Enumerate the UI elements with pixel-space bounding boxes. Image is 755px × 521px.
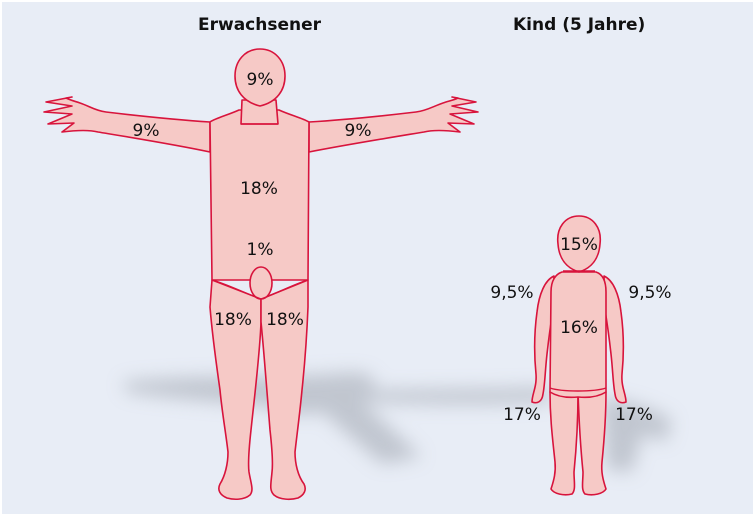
child-right-arm-percent: 9,5% (628, 283, 671, 303)
child-left-arm-percent: 9,5% (490, 283, 533, 303)
adult-right-arm (309, 97, 478, 152)
child-right-leg (578, 392, 606, 495)
burn-area-diagram: Erwachsener Kind (5 Jahre) 9% 9% 9% 18% … (2, 2, 753, 514)
child-left-leg (550, 392, 578, 495)
adult-genital-percent: 1% (247, 240, 274, 260)
adult-left-arm-percent: 9% (133, 121, 160, 141)
adult-left-arm (44, 97, 210, 152)
child-right-leg-percent: 17% (615, 405, 653, 425)
adult-title: Erwachsener (198, 15, 321, 35)
child-torso-percent: 16% (560, 318, 598, 338)
child-head-percent: 15% (560, 235, 598, 255)
adult-figure (44, 49, 478, 499)
adult-head-percent: 9% (247, 70, 274, 90)
adult-right-leg-percent: 18% (266, 310, 304, 330)
child-right-arm (604, 276, 626, 403)
adult-genital-area (250, 267, 272, 299)
child-left-leg-percent: 17% (503, 405, 541, 425)
adult-left-leg-percent: 18% (214, 310, 252, 330)
adult-torso-percent: 18% (240, 179, 278, 199)
body-figures (2, 2, 753, 514)
adult-right-arm-percent: 9% (345, 121, 372, 141)
child-title: Kind (5 Jahre) (513, 15, 645, 35)
